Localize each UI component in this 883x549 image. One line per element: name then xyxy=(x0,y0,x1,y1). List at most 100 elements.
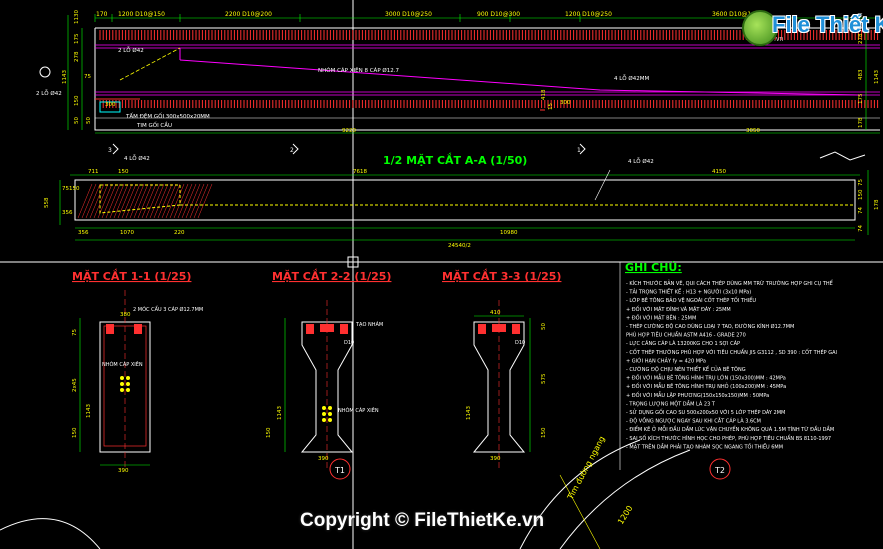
aa-right-3: 178 xyxy=(874,199,880,210)
top-left-dims: 1130 175 278 1143 75 150 50 50 xyxy=(62,10,92,124)
marker-t1: T1 xyxy=(334,466,345,475)
aa-dim-top-3: 4150 xyxy=(712,169,726,175)
note-line: - SỬ DỤNG GỐI CAO SU 500x200x50 VỚI 5 LỚ… xyxy=(626,408,785,416)
copyright-watermark: Copyright © FileThietKe.vn xyxy=(300,510,545,531)
section-1-1-title: MẶT CẮT 1-1 (1/25) xyxy=(72,268,191,283)
aa-dim-total: 24540/2 xyxy=(448,243,471,249)
aa-lo-right: 4 LỖ Ø42 xyxy=(628,157,654,165)
aa-dim-top-0: 711 xyxy=(88,169,99,175)
note-line: - LỰC CĂNG CÁP LÀ 13200KG CHO 1 SỢI CÁP xyxy=(626,340,740,347)
left-dim-2: 278 xyxy=(74,51,80,62)
left-dim-1: 175 xyxy=(74,33,80,44)
s3-dim-3: 1143 xyxy=(466,406,472,420)
note-line: - TRỌNG LƯỢNG MỘT DẦM LÀ 23 T xyxy=(626,399,716,407)
aa-dim-left-1: 356 xyxy=(62,210,73,216)
s1-dim-2: 2x45 xyxy=(72,378,78,392)
crosshair-box xyxy=(347,256,359,268)
note-line: + ĐỐI VỚI MẪU LẬP PHƯƠNG(150x150x150)MM … xyxy=(626,391,769,399)
aa-right-4: 74 xyxy=(858,225,864,232)
top-dim-text-group: 170 1200 D10@150 2200 D10@200 3000 D10@2… xyxy=(96,11,751,18)
aa-dim-bot-2: 220 xyxy=(174,230,185,236)
right-dim-1: 483 xyxy=(858,69,864,80)
note-line: - KÍCH THƯỚC BẢN VẼ, QUI CÁCH THÉP DÙNG … xyxy=(626,279,834,287)
label-300a: 300 xyxy=(105,102,116,108)
section-3-3 xyxy=(472,300,531,470)
aa-right-2: 74 xyxy=(858,207,864,214)
note-line: + ĐỐI VỚI MẶT BÊN : 25MM xyxy=(626,313,696,321)
s3-dim-1: 50 xyxy=(541,323,547,330)
top-dim-3: 3000 D10@250 xyxy=(385,11,432,18)
label-4lo42mm: 4 LỖ Ø42MM xyxy=(614,74,649,82)
s1-label-0: 2 MÓC CẨU 3 CÁP Ø12.7MM xyxy=(133,305,203,313)
label-3050: 3050 xyxy=(746,128,760,134)
top-dim-6: 3600 D10@1 xyxy=(712,11,751,18)
top-right-dims: 278 483 175 1143 178 xyxy=(858,33,880,128)
s2-dim-0: 1143 xyxy=(277,406,283,420)
section-aa xyxy=(59,143,869,241)
s1-dim-4: 150 xyxy=(72,427,78,438)
note-line: - ĐỘ VỒNG NGƯỢC NGAY SAU KHI CẮT CÁP LÀ … xyxy=(626,416,761,425)
top-dim-4: 900 D10@300 xyxy=(477,11,520,18)
s2-label-0: TẠO NHÁM xyxy=(355,321,383,328)
top-dim-5: 1200 D10@250 xyxy=(565,11,612,18)
right-dim-4: 178 xyxy=(858,117,864,128)
aa-dim-bot-3: 10980 xyxy=(500,230,518,236)
notes-title: GHI CHÚ: xyxy=(625,261,682,274)
left-dim-3: 1143 xyxy=(62,70,68,84)
s3-label-0: D10 xyxy=(515,340,525,346)
marker-t2: T2 xyxy=(714,466,725,475)
logo-text: File Thiết Kế xyxy=(772,12,883,37)
section-2-2 xyxy=(284,300,354,480)
left-dim-6: 50 xyxy=(74,117,80,124)
label-9220: 9220 xyxy=(342,128,356,134)
section-mark-2: 2 xyxy=(290,147,294,154)
label-tim-goi: TIM GỐI CẦU xyxy=(136,121,172,129)
s1-dim-0: 380 xyxy=(120,312,131,318)
s1-dim-1: 75 xyxy=(72,329,78,336)
bottom-label-1200: 1200 xyxy=(616,504,634,526)
aa-dim-bot-0: 356 xyxy=(78,230,89,236)
watermark-logo: File Thiết Kế .vn xyxy=(742,10,883,46)
section-1-1 xyxy=(79,290,151,470)
left-dim-0: 1130 xyxy=(74,10,80,24)
bottom-labels: Tim đường ngang 1200 xyxy=(564,434,634,526)
s1-dim-5: 390 xyxy=(118,468,129,474)
label-nhom-cap: NHÓM CÁP XIÊN 8 CÁP Ø12.7 xyxy=(318,66,399,74)
label-15: 15 xyxy=(548,103,554,110)
aa-dim-top-1: 150 xyxy=(118,169,129,175)
left-dim-5: 150 xyxy=(74,95,80,106)
note-line: - SAI SỐ KÍCH THƯỚC HÌNH HỌC CHO PHÉP, P… xyxy=(626,434,831,442)
note-line: + ĐỐI VỚI MẶT ĐÍNH VÀ MẶT ĐÁY : 25MM xyxy=(626,305,731,313)
aa-dim-left-0: 75150 xyxy=(62,186,80,192)
section-2-2-title: MẶT CẮT 2-2 (1/25) xyxy=(272,268,391,283)
label-418: 418 xyxy=(541,89,547,100)
s3-dim-0: 410 xyxy=(490,310,501,316)
aa-lo-left: 4 LỖ Ø42 xyxy=(124,154,150,162)
aa-right-0: 75 xyxy=(858,179,864,186)
s2-label-1: D10 xyxy=(344,340,354,346)
aa-dim-left-2: 558 xyxy=(44,197,50,208)
aa-label-group: 4 LỖ Ø42 4 LỖ Ø42 xyxy=(124,154,654,165)
section-mark-1: 1 xyxy=(577,147,581,154)
label-lo42b: 2 LỖ Ø42 xyxy=(36,89,62,97)
right-dim-0: 278 xyxy=(858,33,864,44)
note-line: + GIỚI HẠN CHẢY fy = 420 MPa xyxy=(626,356,706,364)
section-3-3-title: MẶT CẮT 3-3 (1/25) xyxy=(442,268,561,283)
s3-dim-5: 390 xyxy=(490,456,501,462)
logo-globe-icon xyxy=(742,10,778,46)
note-line: - CƯỜNG ĐỘ CHỊU NÉN THIẾT KẾ CỦA BÊ TÔNG xyxy=(626,365,746,373)
note-line: + ĐỐI VỚI MẪU BÊ TÔNG HÌNH TRỤ LỚN (150x… xyxy=(626,374,786,382)
note-line: - THÉP CƯỜNG ĐỘ CAO DÙNG LOẠI 7 TAO, ĐƯỜ… xyxy=(626,322,794,330)
right-dim-3: 1143 xyxy=(874,70,880,84)
note-line: PHÙ HỢP TIÊU CHUẨN ASTM A416 - GRADE 270 xyxy=(626,331,746,339)
s3-dim-2: 575 xyxy=(541,373,547,384)
top-dim-2: 2200 D10@200 xyxy=(225,11,272,18)
label-300b: 300 xyxy=(560,100,571,106)
label-tam-dem: TẤM ĐỆM GỐI 300x500x20MM xyxy=(125,112,210,120)
note-line: - MẶT TRÊN DẦM PHẢI TẠO NHÁM SỌC NGANG T… xyxy=(626,442,783,450)
note-line: + ĐỐI VỚI MẪU BÊ TÔNG HÌNH TRỤ NHỎ (100x… xyxy=(626,382,786,390)
note-line: - TẢI TRỌNG THIẾT KẾ : H13 + NGƯỜI (3x10… xyxy=(626,288,751,296)
note-line: - ĐIỂM KÊ Ở MỖI ĐẦU DẦM LÚC VẬN CHUYỂN K… xyxy=(626,425,834,433)
